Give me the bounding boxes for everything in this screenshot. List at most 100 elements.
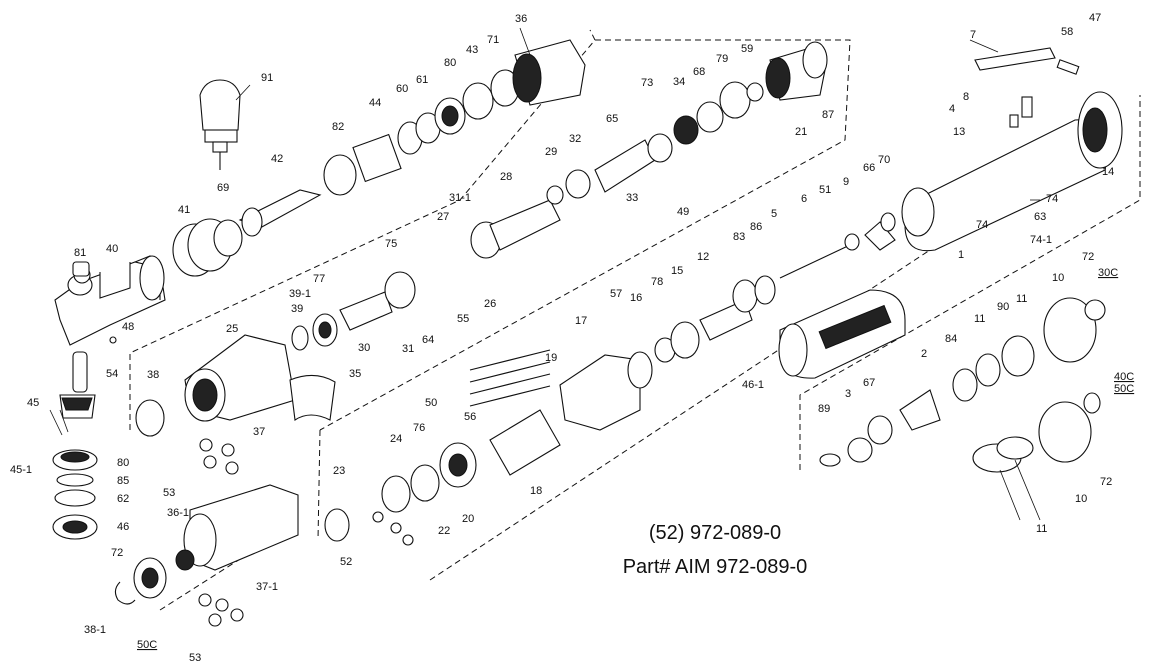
knob-91 (199, 79, 241, 170)
part-label: 13 (953, 126, 965, 138)
part-label: 91 (261, 72, 273, 84)
part-label: 35 (349, 368, 361, 380)
part-label: 72 (111, 547, 123, 559)
part-label: 26 (484, 298, 496, 310)
part-label: 27 (437, 211, 449, 223)
part-label: 53 (189, 652, 201, 664)
part-label: 72 (1082, 251, 1094, 263)
part-label: 76 (413, 422, 425, 434)
part-label: 64 (422, 334, 434, 346)
part-label: 86 (750, 221, 762, 233)
part-label: 31 (402, 343, 414, 355)
part-label: 20 (462, 513, 474, 525)
model-number-caption: (52) 972-089-0 (648, 522, 782, 544)
part-label: 34 (673, 76, 685, 88)
part-label: 46 (117, 521, 129, 533)
part-label: 52 (340, 556, 352, 568)
part-label: 21 (795, 126, 807, 138)
part-label: 74 (1046, 193, 1058, 205)
part-label: 15 (671, 265, 683, 277)
part-label: 72 (1100, 476, 1112, 488)
part-label: 17 (575, 315, 587, 327)
part-label: 60 (396, 83, 408, 95)
part-label: 54 (106, 368, 118, 380)
part-label: 44 (369, 97, 381, 109)
part-label: 4 (949, 103, 955, 115)
part-label: 30C (1098, 267, 1118, 279)
part-label: 45-1 (10, 464, 32, 476)
upper-parts-row (172, 39, 586, 277)
part-label: 48 (122, 321, 134, 333)
part-label: 33 (626, 192, 638, 204)
part-label: 87 (822, 109, 834, 121)
part-label: 9 (843, 176, 849, 188)
middle-parts-row (135, 41, 828, 437)
part-label: 38 (147, 369, 159, 381)
sleeve-46-1: DRYD (778, 289, 906, 379)
part-label: 8 (963, 91, 969, 103)
part-label: 12 (697, 251, 709, 263)
part-label: 73 (641, 77, 653, 89)
part-label: 14 (1102, 166, 1114, 178)
part-label: 41 (178, 204, 190, 216)
part-number-caption: Part# AIM 972-089-0 (622, 556, 808, 578)
part-label: 59 (741, 43, 753, 55)
leader-lines (49, 27, 1041, 521)
part-label: 55 (457, 313, 469, 325)
part-label: 50C (1114, 383, 1134, 395)
part-label: 66 (863, 162, 875, 174)
part-label: 46-1 (742, 379, 764, 391)
part-label: 75 (385, 238, 397, 250)
part-label: 37-1 (256, 581, 278, 593)
part-label: 84 (945, 333, 957, 345)
part-number-labels: 91 36 71 43 80 61 60 44 82 42 69 41 81 4… (10, 12, 1134, 664)
part-label: 68 (693, 66, 705, 78)
right-lower-parts (819, 297, 1106, 473)
part-label: 45 (27, 397, 39, 409)
part-label: 74-1 (1030, 234, 1052, 246)
part-label: 39 (291, 303, 303, 315)
part-label: 6 (801, 193, 807, 205)
part-label: 37 (253, 426, 265, 438)
part-label: 16 (630, 292, 642, 304)
part-label: 29 (545, 146, 557, 158)
part-label: 58 (1061, 26, 1073, 38)
part-label: 51 (819, 184, 831, 196)
part-label: 74 (976, 219, 988, 231)
part-label: 78 (651, 276, 663, 288)
part-label: 43 (466, 44, 478, 56)
part-label: 1 (958, 249, 964, 261)
part-label: 82 (332, 121, 344, 133)
part-label: 63 (1034, 211, 1046, 223)
part-label: 67 (863, 377, 875, 389)
part-label: 32 (569, 133, 581, 145)
part-label: 85 (117, 475, 129, 487)
part-label: 70 (878, 154, 890, 166)
part-label: 5 (771, 208, 777, 220)
part-label: 49 (677, 206, 689, 218)
part-label: 61 (416, 74, 428, 86)
part-label: 83 (733, 231, 745, 243)
assembly-guide-lines (129, 29, 1141, 611)
lower-middle-parts (324, 212, 896, 546)
part-label: 25 (226, 323, 238, 335)
part-label: 50C (137, 639, 157, 651)
part-label: 62 (117, 493, 129, 505)
part-label: 11 (974, 313, 985, 325)
part-label: 40 (106, 243, 118, 255)
part-label: 81 (74, 247, 86, 259)
part-label: 77 (313, 273, 325, 285)
part-label: 3 (845, 388, 851, 400)
motor-housing-1 (901, 47, 1123, 252)
angle-head-group (52, 255, 166, 540)
part-label: 28 (500, 171, 512, 183)
lower-left-parts (114, 438, 299, 627)
part-label: 7 (970, 29, 976, 41)
part-label: 69 (217, 182, 229, 194)
part-label: 38-1 (84, 624, 106, 636)
part-label: 31-1 (449, 192, 471, 204)
part-label: 79 (716, 53, 728, 65)
part-label: 23 (333, 465, 345, 477)
